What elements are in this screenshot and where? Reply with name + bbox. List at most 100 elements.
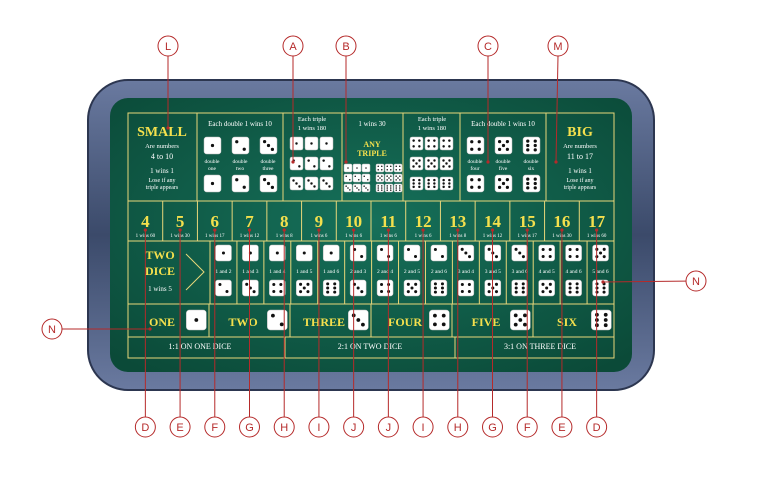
die-face-4: [376, 279, 394, 297]
triple-right-section[interactable]: [409, 136, 454, 191]
die-face-2: [403, 244, 421, 262]
two-dice-combo[interactable]: 3 and 4: [457, 244, 474, 297]
single-label: TWO: [228, 315, 257, 329]
callout-dot: [247, 228, 252, 232]
callout-leader: [602, 280, 697, 283]
callout-e: E: [169, 416, 191, 438]
die-face-5: [375, 173, 385, 183]
two-dice-combo[interactable]: 3 and 6: [511, 244, 528, 297]
two-dice-combo[interactable]: 2 and 3: [349, 244, 367, 297]
big-section[interactable]: BIG Are numbers 11 to 17 1 wins 1 Lose i…: [563, 125, 597, 191]
big-note-1: Lose if any: [567, 177, 594, 184]
die-face-1: [269, 244, 286, 262]
total-number: 15: [519, 212, 536, 231]
dice-layer: doubleonedoubletwodoublethreedoublefourd…: [185, 136, 609, 297]
two-dice-combo-label: 3 and 4: [458, 269, 474, 275]
die-face-5: [409, 156, 424, 171]
two-dice-combo[interactable]: 4 and 5: [538, 244, 555, 297]
die-face-6: [384, 183, 394, 193]
two-dice-combo[interactable]: 1 and 2: [215, 244, 232, 297]
double-right-header: Each double 1 wins 10: [471, 120, 535, 128]
callout-n-left: N: [41, 318, 63, 340]
two-dice-combo[interactable]: 1 and 6: [322, 244, 340, 297]
single-label: SIX: [557, 315, 577, 329]
triple-left-section[interactable]: [289, 136, 334, 191]
die-face-2: [215, 279, 232, 297]
die-face-2: [231, 136, 250, 155]
callout-letter: G: [245, 422, 254, 434]
callout-dot: [456, 228, 460, 232]
total-number: 9: [315, 212, 324, 231]
die-face-1: [343, 163, 353, 173]
callout-dot: [560, 228, 564, 232]
callout-f: F: [204, 416, 226, 438]
callout-dot: [344, 160, 348, 164]
any-triple-section[interactable]: [343, 163, 403, 193]
die-face-2: [319, 156, 334, 171]
two-dice-combo[interactable]: 5 and 6: [592, 244, 609, 297]
single-cell-one[interactable]: ONE: [149, 309, 207, 331]
triple-right-header-1: Each triple: [418, 116, 446, 123]
two-dice-combo[interactable]: 1 and 4: [269, 244, 286, 297]
die-face-6: [439, 176, 454, 191]
single-cell-two[interactable]: TWO: [228, 309, 288, 331]
callout-i: I: [308, 416, 330, 438]
two-dice-combo[interactable]: 2 and 5: [403, 244, 421, 297]
callout-n-right: N: [685, 270, 707, 292]
double-label: four: [470, 165, 479, 172]
big-note-2: triple appears: [564, 185, 597, 191]
die-face-6: [322, 279, 340, 297]
die-face-3: [349, 279, 367, 297]
callout-dot: [178, 228, 182, 232]
two-dice-combo[interactable]: 1 and 5: [296, 244, 313, 297]
triple-left-header-1: Each triple: [298, 116, 326, 123]
total-number: 14: [484, 212, 502, 231]
callout-dot: [595, 228, 599, 232]
small-section[interactable]: SMALL Are numbers 4 to 10 1 wins 1 Lose …: [137, 125, 187, 191]
die-face-5: [439, 156, 454, 171]
die-face-3: [352, 183, 362, 193]
callout-letter: A: [289, 41, 297, 53]
single-cell-four[interactable]: FOUR: [388, 309, 450, 331]
two-dice-combo[interactable]: 1 and 3: [242, 244, 259, 297]
die-face-5: [510, 309, 531, 331]
total-number: 4: [141, 212, 150, 231]
die-face-6: [424, 176, 439, 191]
callout-dot: [490, 228, 495, 232]
two-dice-combo-label: 4 and 5: [539, 269, 555, 275]
big-range: 11 to 17: [567, 152, 593, 161]
small-pay: 1 wins 1: [150, 167, 174, 175]
two-dice-combo[interactable]: 2 and 6: [430, 244, 447, 297]
callout-letter: H: [454, 422, 462, 434]
die-face-4: [565, 244, 582, 262]
two-dice-combo[interactable]: 2 and 4: [376, 244, 394, 297]
callout-letter: C: [484, 41, 492, 53]
double-label: double: [468, 159, 484, 165]
two-dice-combo-label: 1 and 3: [242, 269, 258, 275]
two-dice-title-2: DICE: [145, 264, 175, 278]
double-label: double: [524, 159, 540, 165]
callout-letter: E: [176, 422, 183, 434]
two-dice-combo[interactable]: 4 and 6: [565, 244, 582, 297]
die-face-1: [242, 244, 259, 262]
single-label: FOUR: [388, 315, 422, 329]
die-face-4: [466, 174, 485, 193]
callout-letter: J: [351, 422, 357, 434]
callout-letter: F: [524, 422, 531, 434]
double-label: one: [208, 166, 217, 172]
small-note-2: triple appears: [146, 185, 179, 191]
die-face-6: [393, 183, 403, 193]
two-dice-combo-label: 2 and 4: [377, 269, 393, 275]
die-face-5: [538, 279, 555, 297]
small-sub: Are numbers: [145, 143, 179, 150]
callout-g: G: [239, 416, 260, 438]
die-face-4: [269, 279, 286, 297]
callout-g: G: [482, 416, 503, 438]
single-cell-five[interactable]: FIVE: [472, 309, 531, 331]
die-face-4: [384, 163, 394, 173]
double-label: five: [499, 165, 508, 172]
die-face-2: [289, 156, 304, 171]
